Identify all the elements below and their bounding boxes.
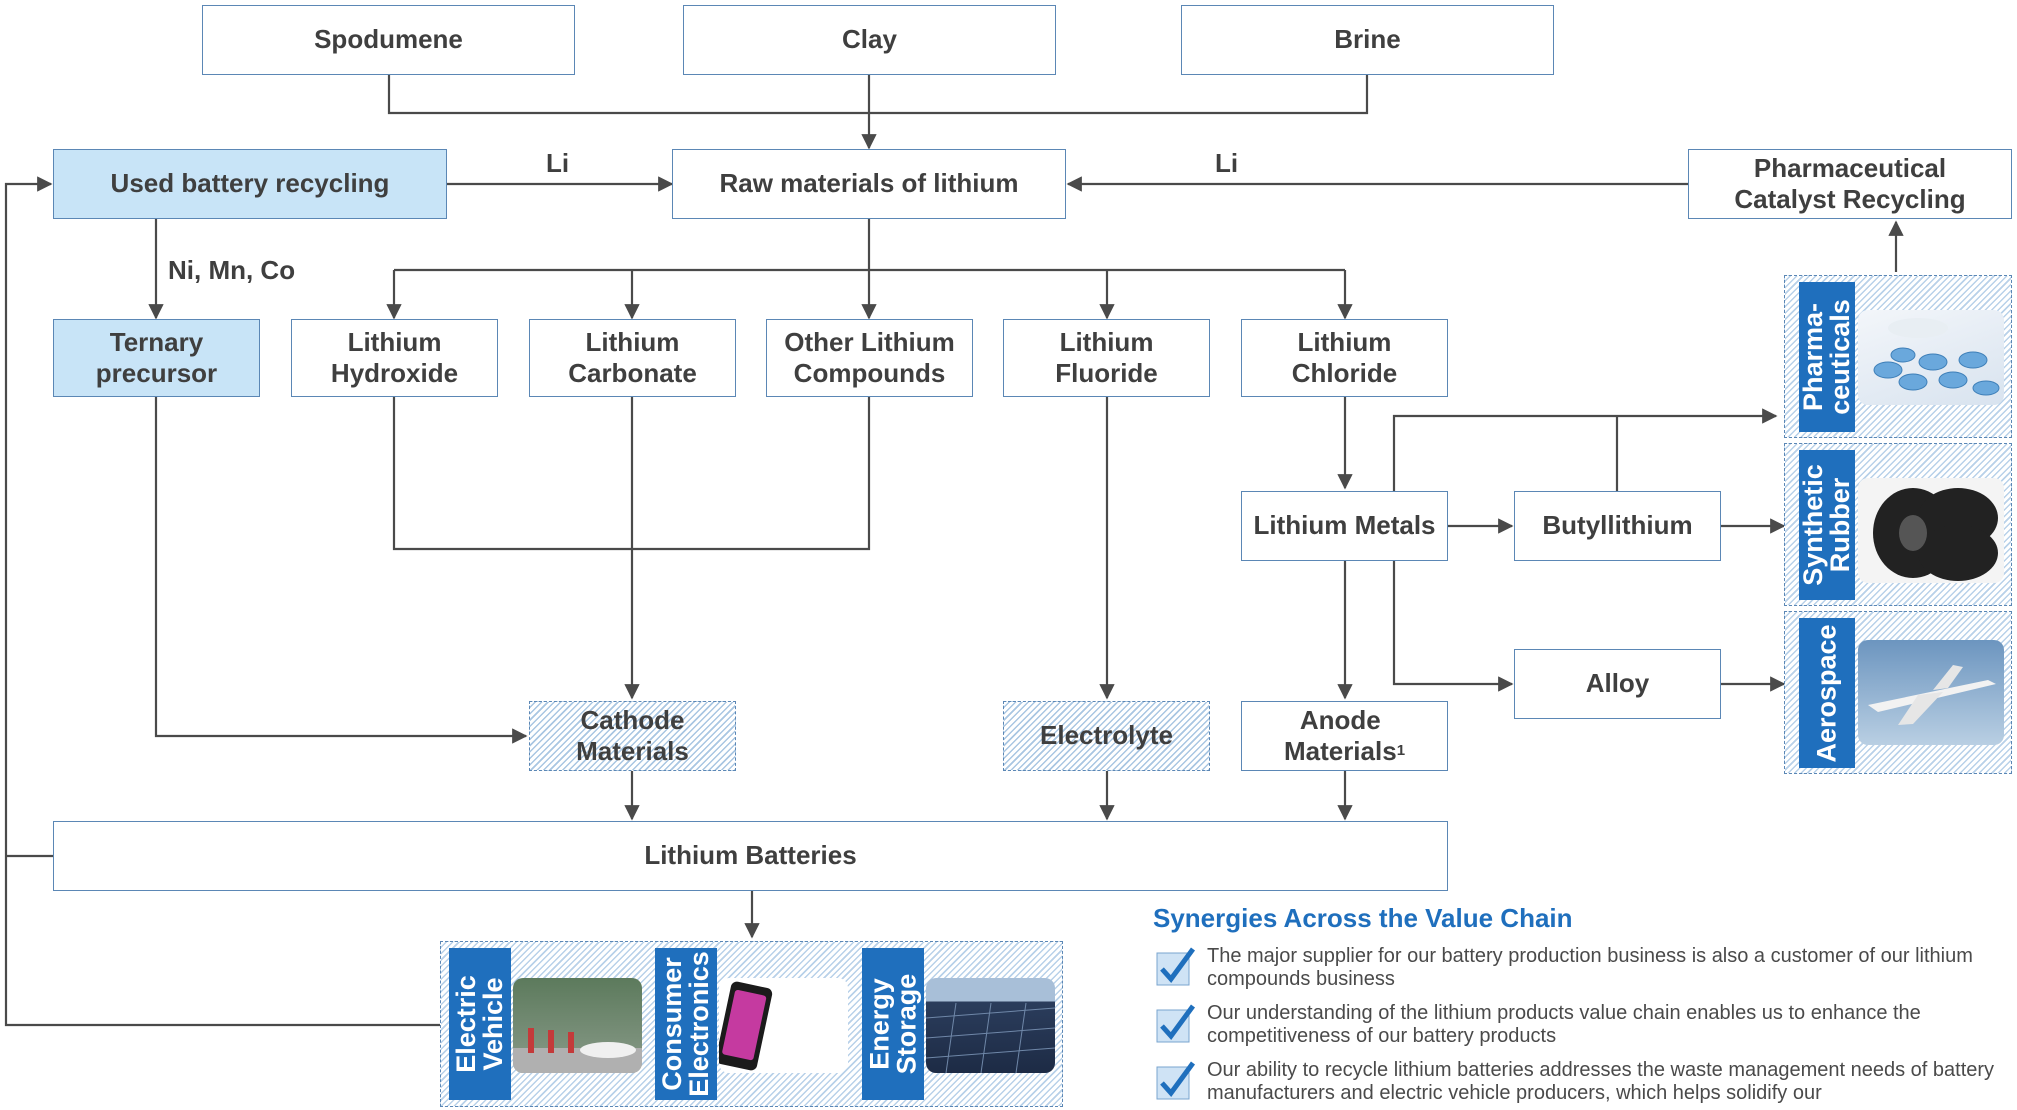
lithium-metals-box: Lithium Metals	[1241, 491, 1448, 561]
airplane-image	[1858, 640, 2004, 745]
aerospace-tab: Aerospace	[1799, 618, 1855, 768]
brine-box: Brine	[1181, 5, 1554, 75]
tires-image	[1858, 478, 2004, 583]
lithium-fluoride-box: Lithium Fluoride	[1003, 319, 1210, 397]
synergy-text: Our understanding of the lithium product…	[1207, 1002, 1921, 1047]
ev-charging-image	[513, 978, 642, 1073]
checkbox-icon	[1153, 945, 1197, 989]
pharmaceutical-catalyst-recycling-box: Pharmaceutical Catalyst Recycling	[1688, 149, 2012, 219]
electric-vehicle-tab: Electric Vehicle	[449, 948, 511, 1100]
solar-panels-image	[926, 978, 1055, 1073]
butyllithium-box: Butyllithium	[1514, 491, 1721, 561]
lithium-batteries-box: Lithium Batteries	[53, 821, 1448, 891]
ternary-precursor-box: Ternary precursor	[53, 319, 260, 397]
clay-box: Clay	[683, 5, 1056, 75]
anode-materials-label: Anode Materials	[1283, 704, 1397, 766]
cathode-materials-box: Cathode Materials	[529, 701, 736, 771]
checkbox-icon	[1153, 1002, 1197, 1046]
synthetic-rubber-tab: Synthetic Rubber	[1798, 450, 1855, 600]
anode-footnote: 1	[1396, 742, 1406, 759]
lithium-chloride-box: Lithium Chloride	[1241, 319, 1448, 397]
smartphone-image	[719, 978, 848, 1073]
synergies-title: Synergies Across the Value Chain	[1153, 903, 1573, 933]
li-label-right: Li	[1215, 148, 1239, 178]
lithium-hydroxide-box: Lithium Hydroxide	[291, 319, 498, 397]
ni-mn-co-label: Ni, Mn, Co	[168, 255, 296, 285]
raw-materials-box: Raw materials of lithium	[672, 149, 1066, 219]
used-battery-recycling-box: Used battery recycling	[53, 149, 447, 219]
synergy-text: Our ability to recycle lithium batteries…	[1207, 1059, 1995, 1104]
energy-storage-tab: Energy Storage	[862, 948, 924, 1100]
alloy-box: Alloy	[1514, 649, 1721, 719]
other-lithium-compounds-box: Other Lithium Compounds	[766, 319, 973, 397]
synergy-item: Our ability to recycle lithium batteries…	[1153, 1059, 2003, 1105]
checkbox-icon	[1153, 1059, 1197, 1103]
consumer-electronics-tab: Consumer Electronics	[655, 948, 717, 1100]
synergy-item: The major supplier for our battery produ…	[1153, 945, 2003, 991]
pharmaceuticals-tab: Pharma- ceuticals	[1798, 282, 1855, 432]
li-label-left: Li	[546, 148, 570, 178]
electrolyte-box: Electrolyte	[1003, 701, 1210, 771]
spodumene-box: Spodumene	[202, 5, 575, 75]
synergy-text: The major supplier for our battery produ…	[1207, 945, 1973, 990]
lithium-carbonate-box: Lithium Carbonate	[529, 319, 736, 397]
synergy-item: Our understanding of the lithium product…	[1153, 1002, 2003, 1048]
pills-image	[1858, 310, 2004, 405]
